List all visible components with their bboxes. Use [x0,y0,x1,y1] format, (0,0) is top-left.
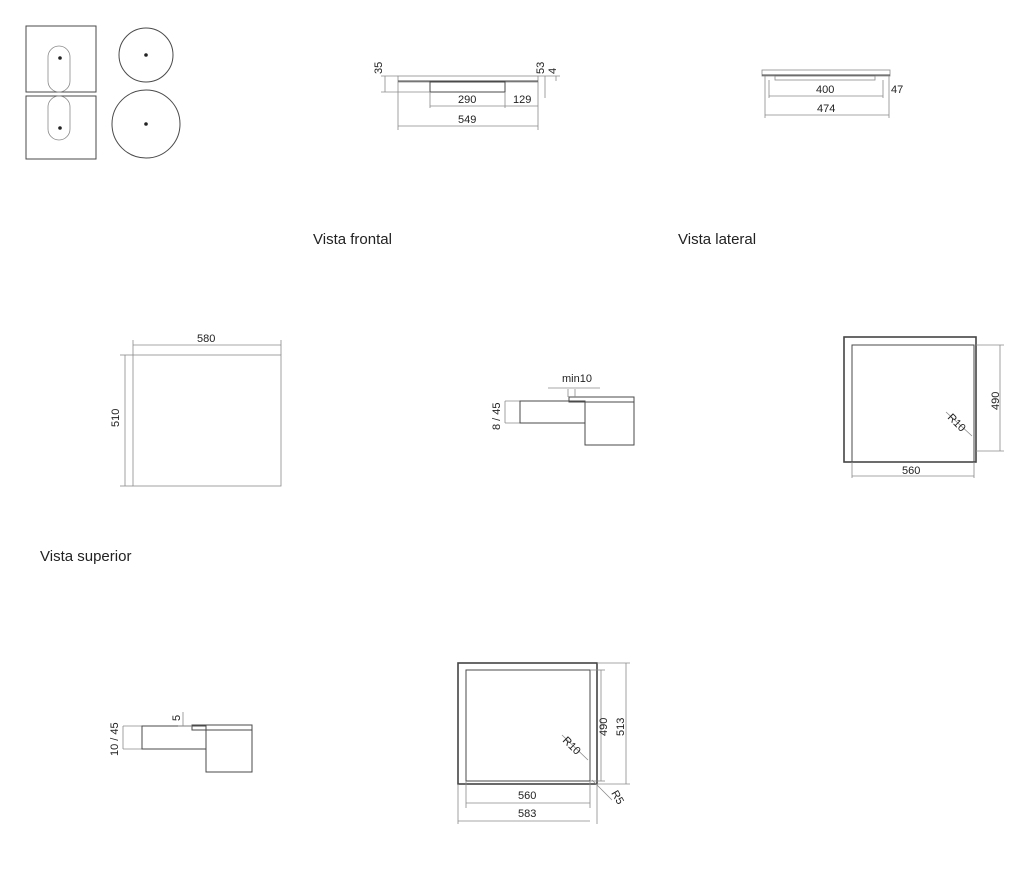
zone-center-dot [144,122,148,126]
zone-center-dot [144,53,148,57]
dim-side-400: 400 [816,84,834,96]
dim-side-474: 474 [817,103,835,115]
top-view-drawing: 580 510 [110,333,282,487]
cooktop-zone-layout [25,25,181,160]
dim-front-53: 53 [535,62,547,74]
surface-cutout-plan: 490 513 R10 560 583 R5 [457,662,630,824]
caption-top-view: Vista superior [40,548,132,565]
zone-circle-large [111,89,181,159]
flush-mount-section: 8 / 45 min10 [491,373,635,446]
surface-mount-section: 10 / 45 5 [109,712,253,773]
zone-center-dot [58,56,62,60]
dim-top-510: 510 [110,409,122,427]
dim-top-580: 580 [197,333,215,345]
bridge-zone-top [47,45,71,93]
caption-front-view: Vista frontal [313,231,392,248]
front-view-drawing: 35 53 4 290 129 549 [373,62,560,130]
dim-cut2-r10: R10 [560,735,583,758]
side-view-drawing: 400 47 474 [761,69,903,118]
zone-center-dot [58,126,62,130]
dim-surface-5: 5 [171,715,183,721]
dim-cut1-490: 490 [990,392,1002,410]
caption-side-view: Vista lateral [678,231,757,248]
flush-cutout-plan: 490 R10 560 [843,336,1004,478]
dim-cut2-490: 490 [598,718,610,736]
zone-circle-small [118,27,174,83]
dim-front-129: 129 [513,94,531,106]
bridge-zone-bottom [47,95,71,141]
dim-cut2-560: 560 [518,790,536,802]
dim-front-290: 290 [458,94,476,106]
dim-side-47: 47 [891,84,903,96]
dim-front-549: 549 [458,114,476,126]
dim-front-4: 4 [547,68,559,74]
dim-cut1-560: 560 [902,465,920,477]
dim-cut1-r10: R10 [945,412,968,435]
dim-flush-8-45: 8 / 45 [491,402,503,430]
dim-cut2-r5: R5 [608,789,625,807]
dim-surface-10-45: 10 / 45 [109,722,121,756]
dim-flush-min10: min10 [562,373,592,385]
dim-cut2-513: 513 [615,718,627,736]
dim-cut2-583: 583 [518,808,536,820]
dim-front-35: 35 [373,62,385,74]
